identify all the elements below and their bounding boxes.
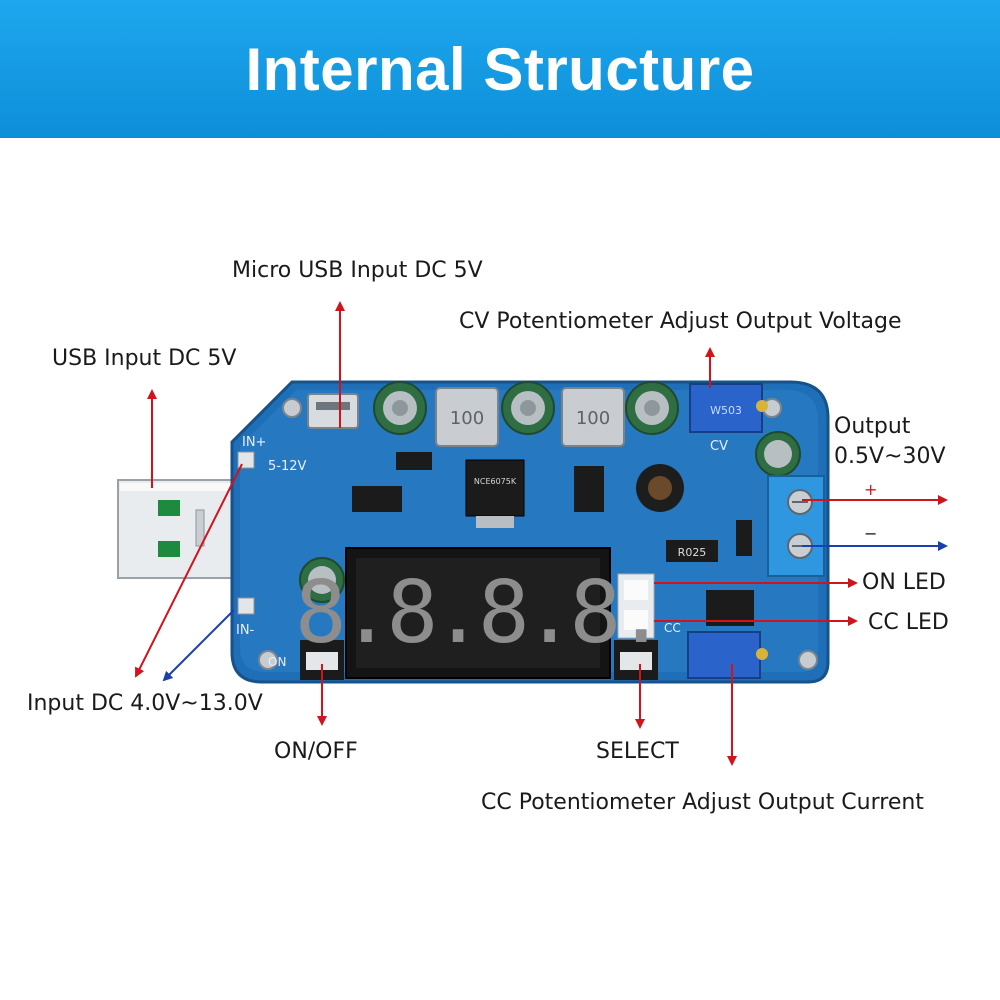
- on-off-switch: [300, 640, 344, 680]
- input-dc-label: Input DC 4.0V~13.0V: [27, 691, 263, 716]
- select-label: SELECT: [596, 739, 679, 764]
- page-title: Internal Structure: [245, 36, 755, 103]
- input-plus-arrow: [135, 463, 243, 678]
- on-off-label: ON/OFF: [274, 739, 358, 764]
- output-range-label: 0.5V~30V: [834, 444, 946, 469]
- output-plus-sign: +: [864, 480, 878, 499]
- capacitor: [755, 431, 801, 477]
- capacitor: [625, 381, 679, 435]
- output-title-label: Output: [834, 414, 911, 439]
- shunt-resistor: R025: [666, 540, 718, 562]
- inductor-marking: 100: [450, 408, 484, 429]
- cc-led-label: CC LED: [868, 610, 949, 635]
- output-terminal: [767, 475, 825, 577]
- cv-potentiometer: W503: [689, 383, 768, 433]
- silk-in-minus: IN-: [236, 623, 255, 638]
- silk-cv: CV: [710, 439, 728, 454]
- mosfet-marking: NCE6075K: [474, 477, 517, 486]
- resistor-marking: R025: [678, 546, 707, 559]
- micro-usb-label: Micro USB Input DC 5V: [232, 258, 483, 283]
- silk-cc: CC: [664, 621, 681, 635]
- on-led-label: ON LED: [862, 570, 946, 595]
- capacitor: [299, 557, 345, 603]
- diode: [736, 520, 752, 556]
- diode: [574, 466, 604, 512]
- display-digits: 8.8.8.8.: [295, 563, 661, 663]
- select-button: [614, 640, 658, 680]
- mosfet-chip: NCE6075K: [465, 459, 525, 528]
- toroid-inductor: [636, 464, 684, 512]
- seven-segment-display: 8.8.8.8.: [295, 547, 667, 679]
- usb-a-plug: [117, 479, 239, 579]
- usb-input-label: USB Input DC 5V: [52, 346, 237, 371]
- silk-voltage: 5-12V: [268, 459, 307, 474]
- capacitor: [501, 381, 555, 435]
- input-minus-arrow: [162, 609, 235, 682]
- inductor: 100: [435, 387, 499, 447]
- inductor-marking: 100: [576, 408, 610, 429]
- cv-pot-label: CV Potentiometer Adjust Output Voltage: [459, 309, 902, 334]
- diode: [396, 452, 432, 470]
- capacitor: [373, 381, 427, 435]
- inductor: 100: [561, 387, 625, 447]
- ic-chip: [352, 486, 402, 512]
- cc-pot-label: CC Potentiometer Adjust Output Current: [481, 790, 924, 815]
- output-minus-sign: −: [864, 524, 878, 543]
- title-banner: Internal Structure: [0, 0, 1000, 138]
- silk-in-plus: IN+: [242, 435, 266, 450]
- micro-usb-port: [307, 393, 359, 429]
- led-window: [617, 573, 655, 639]
- cc-potentiometer: [687, 631, 768, 679]
- pot-marking: W503: [710, 404, 742, 417]
- silk-on: ON: [268, 655, 286, 669]
